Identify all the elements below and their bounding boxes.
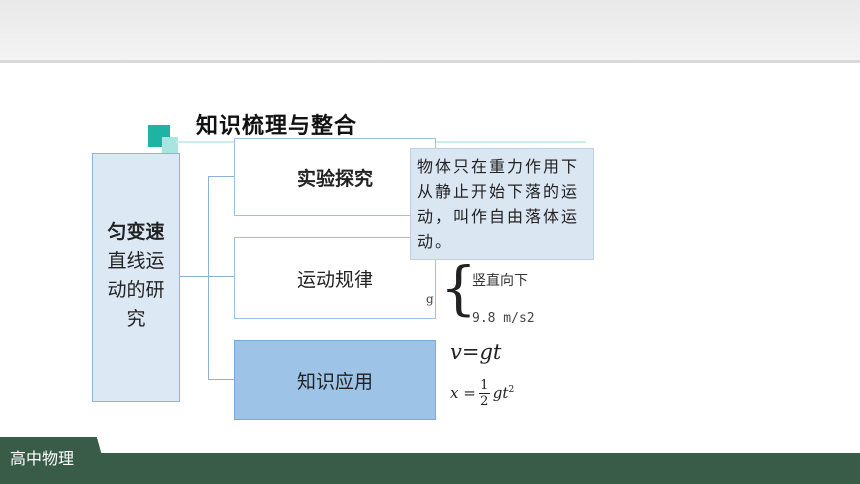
gravity-direction: 竖直向下: [472, 273, 528, 289]
topic-line-2: 直线运: [107, 250, 165, 272]
title-accent-small-square-icon: [162, 137, 178, 153]
topic-line-1: 匀变速: [107, 221, 165, 243]
velocity-formula: v=gt: [450, 340, 502, 364]
footer-tab: [0, 437, 110, 484]
displacement-rhs: gt2: [492, 384, 515, 402]
connector-branch-3: [208, 379, 234, 380]
connector-main: [180, 276, 208, 277]
page-title: 知识梳理与整合: [196, 114, 358, 139]
definition-callout: 物体只在重力作用下从静止开始下落的运动，叫作自由落体运动。: [410, 148, 594, 260]
gravity-value: 9.8 m/s2: [472, 311, 535, 326]
fraction-numerator: 1: [480, 377, 489, 393]
box-motion-laws[interactable]: 运动规律: [234, 237, 436, 319]
displacement-lhs: x =: [450, 384, 476, 402]
half-fraction: 1 2: [478, 377, 490, 409]
footer-bar: [0, 453, 860, 484]
exponent: 2: [508, 385, 515, 395]
connector-vertical: [208, 176, 209, 380]
topic-text: 匀变速 直线运 动的研 究: [92, 218, 180, 334]
fraction-denominator: 2: [480, 393, 489, 409]
footer-label: 高中物理: [10, 449, 75, 468]
topic-box: [92, 153, 180, 402]
connector-branch-2: [208, 276, 234, 277]
top-banner: [0, 0, 860, 61]
topic-line-3: 动的研: [107, 279, 165, 301]
brace-icon: {: [440, 254, 477, 322]
displacement-formula: x = 1 2 gt2: [450, 373, 514, 413]
box-application[interactable]: 知识应用: [234, 340, 436, 420]
box-experiment[interactable]: 实验探究: [234, 138, 436, 216]
topic-line-4: 究: [126, 308, 146, 330]
connector-branch-1: [208, 176, 234, 177]
gravity-symbol: g: [426, 292, 434, 306]
top-divider: [0, 60, 860, 63]
fraction-bar: [478, 392, 490, 394]
